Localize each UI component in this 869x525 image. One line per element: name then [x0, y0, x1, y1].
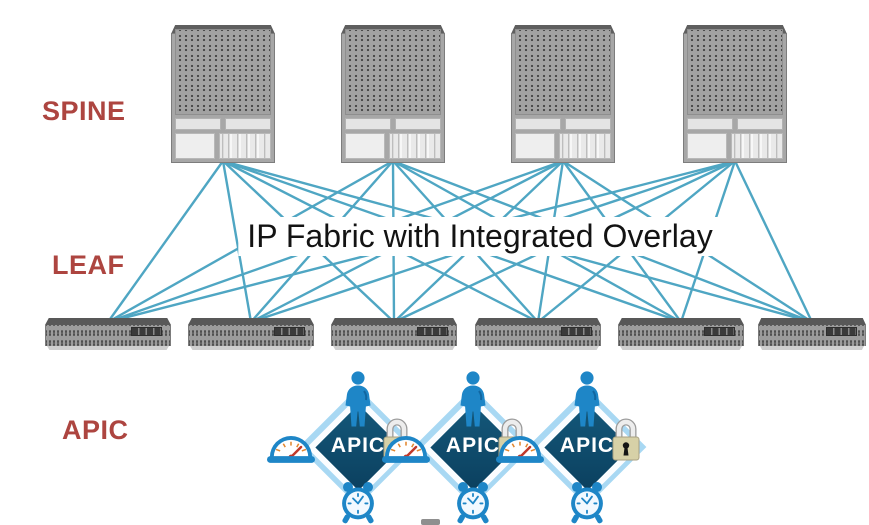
clock-icon	[342, 482, 374, 524]
leaf-switch	[45, 318, 171, 350]
layer-label-leaf: LEAF	[52, 250, 125, 280]
spine-linecards	[345, 118, 441, 130]
lock-icon-wrap	[610, 414, 642, 464]
spine-bay	[515, 133, 611, 159]
fan-slots	[558, 133, 611, 159]
leaf-uplink-modules	[826, 327, 857, 336]
leaf-chassis-top	[618, 318, 744, 325]
linecard	[395, 118, 441, 130]
apic-node-label: APIC	[559, 434, 615, 457]
spine-bay	[345, 133, 441, 159]
spine-port-grid	[687, 29, 783, 115]
admin-user-icon-wrap	[455, 371, 491, 427]
leaf-chassis-top	[758, 318, 866, 325]
linecard	[175, 118, 221, 130]
leaf-base	[620, 346, 742, 350]
leaf-uplink-modules	[417, 327, 448, 336]
leaf-switch	[331, 318, 457, 350]
admin-user-icon	[460, 371, 486, 427]
linecard	[345, 118, 391, 130]
leaf-switch	[618, 318, 744, 350]
leaf-base	[333, 346, 455, 350]
fabric-link	[221, 159, 253, 324]
spine-linecards	[687, 118, 783, 130]
admin-user-icon	[574, 371, 600, 427]
clock-icon-wrap	[338, 479, 378, 525]
spine-switch	[683, 25, 787, 163]
spine-linecards	[515, 118, 611, 130]
admin-user-icon-wrap	[569, 371, 605, 427]
clock-icon	[571, 482, 603, 524]
linecard	[515, 118, 561, 130]
leaf-switch	[475, 318, 601, 350]
leaf-chassis-top	[475, 318, 601, 325]
apic-node-label: APIC	[330, 434, 386, 457]
leaf-uplink-modules	[274, 327, 305, 336]
fabric-title: IP Fabric with Integrated Overlay	[238, 217, 722, 256]
clock-icon-wrap	[567, 479, 607, 525]
linecard	[225, 118, 271, 130]
gauge-icon-wrap	[496, 432, 544, 463]
apic-node-label: APIC	[445, 434, 501, 457]
fabric-link	[106, 159, 225, 324]
cropped-element	[421, 519, 440, 525]
layer-label-spine: SPINE	[42, 96, 126, 126]
bay-panel	[175, 133, 215, 159]
spine-switch	[511, 25, 615, 163]
clock-icon	[457, 482, 489, 524]
gauge-icon-wrap	[382, 432, 430, 463]
leaf-switch	[758, 318, 866, 350]
bay-panel	[687, 133, 727, 159]
leaf-chassis-top	[331, 318, 457, 325]
spine-port-grid	[345, 29, 441, 115]
clock-icon-wrap	[453, 479, 493, 525]
spine-bay	[687, 133, 783, 159]
leaf-chassis-top	[188, 318, 314, 325]
leaf-switch	[188, 318, 314, 350]
gauge-icon-wrap	[267, 432, 315, 463]
fabric-link	[733, 159, 814, 324]
linecard	[737, 118, 783, 130]
gauge-icon	[267, 435, 315, 463]
fan-slots	[218, 133, 271, 159]
admin-user-icon	[345, 371, 371, 427]
leaf-uplink-modules	[704, 327, 735, 336]
fan-slots	[388, 133, 441, 159]
gauge-icon	[382, 435, 430, 463]
leaf-base	[47, 346, 169, 350]
spine-linecards	[175, 118, 271, 130]
bay-panel	[345, 133, 385, 159]
lock-icon	[612, 418, 640, 461]
spine-switch	[171, 25, 275, 163]
spine-bay	[175, 133, 271, 159]
leaf-uplink-modules	[131, 327, 162, 336]
leaf-base	[477, 346, 599, 350]
leaf-chassis-top	[45, 318, 171, 325]
fan-slots	[730, 133, 783, 159]
bay-panel	[515, 133, 555, 159]
spine-port-grid	[515, 29, 611, 115]
leaf-base	[190, 346, 312, 350]
spine-port-grid	[175, 29, 271, 115]
leaf-base	[760, 346, 864, 350]
layer-label-apic: APIC	[62, 415, 129, 445]
linecard	[565, 118, 611, 130]
gauge-icon	[496, 435, 544, 463]
admin-user-icon-wrap	[340, 371, 376, 427]
linecard	[687, 118, 733, 130]
leaf-uplink-modules	[561, 327, 592, 336]
spine-switch	[341, 25, 445, 163]
